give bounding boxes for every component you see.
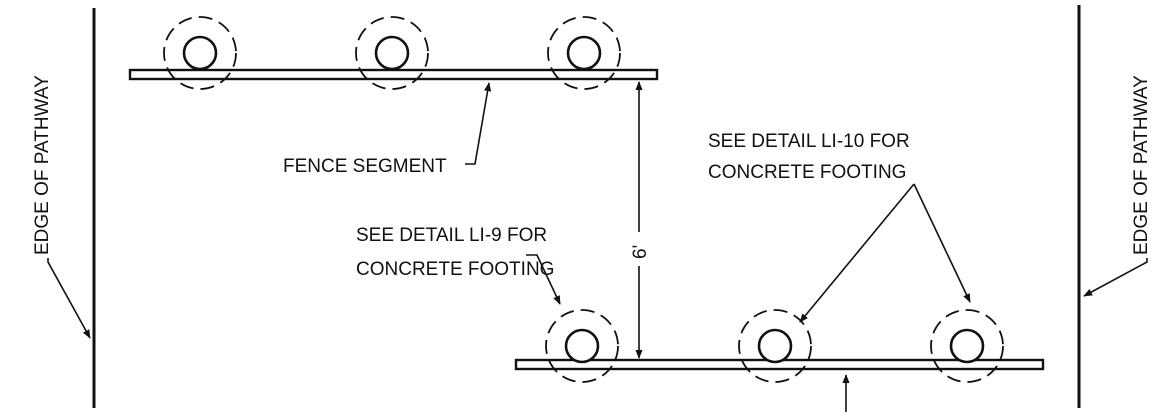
- detail-li9-leader: [526, 254, 561, 305]
- upper-fence-segment: [128, 68, 659, 81]
- fence-segment-leader: [465, 82, 492, 165]
- detail-li9-note-line2: CONCRETE FOOTING: [356, 259, 554, 280]
- upper-post-1: [163, 16, 237, 90]
- detail-li10-leader-2: [913, 183, 971, 303]
- fence-segment-label: FENCE SEGMENT: [283, 156, 447, 177]
- right-edge-label: EDGE OF PATHWAY: [1131, 75, 1152, 255]
- left-edge-label: EDGE OF PATHWAY: [32, 75, 53, 255]
- detail-li10-note-line1: SEE DETAIL LI-10 FOR: [708, 131, 910, 152]
- detail-li9-note-line1: SEE DETAIL LI-9 FOR: [356, 225, 547, 246]
- lower-post-2: [738, 309, 812, 383]
- upper-post-3: [547, 16, 621, 90]
- dimension-label-gap: [631, 232, 647, 266]
- dimension-label: 6': [630, 245, 651, 259]
- detail-li10-leader-1: [799, 183, 915, 323]
- lower-post-3: [930, 309, 1004, 383]
- lower-post-1: [545, 309, 619, 383]
- right-edge-leader: [1083, 258, 1148, 297]
- detail-li10-note-line2: CONCRETE FOOTING: [708, 162, 906, 183]
- left-edge-leader: [47, 258, 91, 339]
- upper-post-2: [355, 16, 429, 90]
